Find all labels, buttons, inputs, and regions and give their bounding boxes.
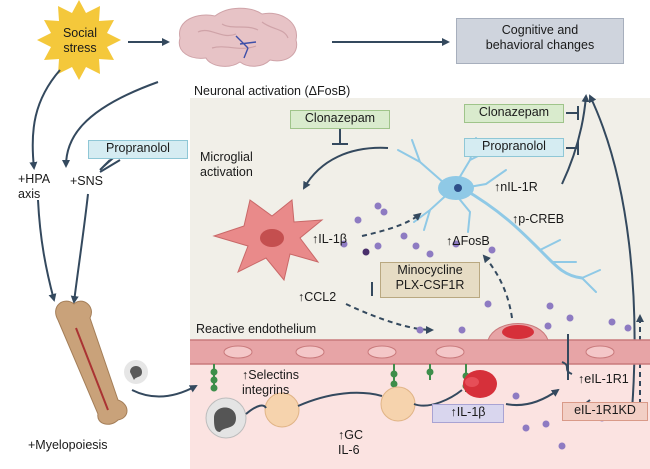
myelopoiesis-label: +Myelopoiesis <box>28 438 108 452</box>
propranolol-right-box: Propranolol <box>464 138 564 157</box>
propranolol-left-box: Propranolol <box>88 140 188 159</box>
microglial-line2: activation <box>200 165 253 179</box>
il1b-blood-box: ↑IL-1β <box>432 404 504 423</box>
microglia-icon <box>212 199 324 282</box>
neuronal-activation-label: Neuronal activation (ΔFosB) <box>194 84 351 98</box>
brain-icon <box>178 7 298 67</box>
hpa-label: +HPA axis <box>18 172 50 202</box>
cognitive-behavioral-box: Cognitive and behavioral changes <box>456 18 624 64</box>
bone-icon <box>55 300 128 425</box>
selectins-line1: ↑Selectins <box>242 368 299 382</box>
dfosb-label: ↑ΔFosB <box>446 234 490 248</box>
minocycline-box: Minocycline PLX-CSF1R <box>380 262 480 298</box>
pcreb-label: ↑p-CREB <box>512 212 565 226</box>
microglial-line1: Microglial <box>200 150 253 164</box>
stress-burst-icon <box>37 0 121 80</box>
minocycline-line1: Minocycline <box>397 263 463 277</box>
microglial-activation-label: Microglial activation <box>200 150 253 180</box>
cognitive-line2: behavioral changes <box>485 38 595 52</box>
cognitive-line1: Cognitive and <box>501 23 579 37</box>
hpa-line2: axis <box>18 187 41 201</box>
gc-line2: IL-6 <box>338 443 360 457</box>
selectins-label: ↑Selectins integrins <box>242 368 299 398</box>
ccl2-label: ↑CCL2 <box>298 290 337 304</box>
social-stress-label: Social stress <box>52 26 108 56</box>
eil1r1kd-box: eIL-1R1KD <box>562 402 648 421</box>
minocycline-line2: PLX-CSF1R <box>395 278 465 292</box>
nil1r-label: ↑nIL-1R <box>494 180 538 194</box>
sns-label: +SNS <box>70 174 104 188</box>
endothelial-cell-icon <box>190 323 650 365</box>
gc-line1: ↑GC <box>338 428 363 442</box>
reactive-endothelium-label: Reactive endothelium <box>196 322 317 336</box>
social-stress-line1: Social <box>62 26 98 40</box>
clonazepam-top-box: Clonazepam <box>290 110 390 129</box>
neutrophil-icon <box>264 386 416 428</box>
il1b-microglia-label: ↑IL-1β <box>312 232 347 246</box>
neuron-icon <box>397 137 601 293</box>
eil1r1-label: ↑eIL-1R1 <box>578 372 629 386</box>
clonazepam-right-box: Clonazepam <box>464 104 564 123</box>
hpa-line1: +HPA <box>18 172 51 186</box>
social-stress-line2: stress <box>63 41 97 55</box>
gc-il6-label: ↑GC IL-6 <box>338 428 363 458</box>
monocyte-icon <box>205 397 247 439</box>
selectins-line2: integrins <box>242 383 290 397</box>
